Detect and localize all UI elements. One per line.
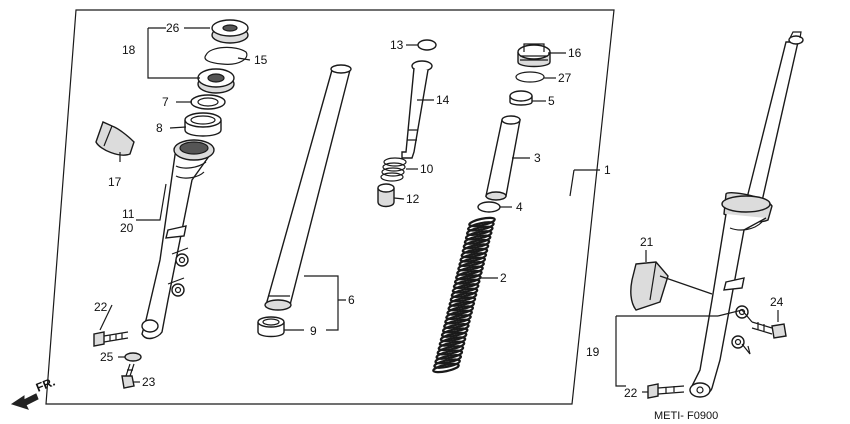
label-23: 23	[142, 375, 156, 389]
label-7: 7	[162, 95, 169, 109]
label-24: 24	[770, 295, 784, 309]
label-5: 5	[548, 94, 555, 108]
front-arrow-icon	[10, 393, 39, 410]
part-4-spring-seat	[477, 201, 501, 213]
part-13-piston-ring	[417, 39, 437, 51]
part-23-drain-bolt	[121, 363, 135, 389]
part-27-o-ring	[515, 71, 545, 83]
part-6-fork-pipe	[264, 64, 352, 311]
leader-lines	[99, 27, 779, 393]
spring-coil	[465, 225, 494, 237]
spring-coil	[437, 340, 466, 352]
spring-coil	[434, 353, 463, 365]
label-21: 21	[640, 235, 654, 249]
label-17: 17	[108, 175, 122, 189]
label-1: 1	[604, 163, 611, 177]
label-20: 20	[120, 221, 134, 235]
label-2: 2	[500, 271, 507, 285]
exploded-view-frame	[45, 9, 615, 405]
diagram-code: METI- F0900	[654, 410, 718, 422]
spring-coil	[453, 274, 482, 285]
label-18: 18	[122, 43, 136, 57]
part-2-fork-spring	[432, 216, 496, 374]
spring-coil	[445, 309, 473, 321]
part-17-reflector-bracket	[95, 121, 135, 156]
part-25-washer	[124, 352, 142, 362]
front-direction-indicator: FR.	[10, 375, 57, 410]
spring-coil	[451, 283, 480, 294]
label-19: 19	[586, 345, 600, 359]
part-15-stopper-ring	[204, 46, 248, 65]
spring-coil	[461, 243, 490, 254]
part-10-rebound-spring	[380, 157, 407, 182]
spring-coil	[463, 234, 492, 245]
label-14: 14	[436, 93, 450, 107]
part-11-fork-slider	[141, 139, 215, 340]
part-22-socket-bolt-right	[647, 383, 685, 399]
label-22-right: 22	[624, 386, 638, 400]
spring-coil	[467, 221, 495, 232]
label-27: 27	[558, 71, 572, 85]
spring-coil	[436, 345, 465, 356]
label-13: 13	[390, 38, 404, 52]
part-7-backup-ring	[190, 94, 226, 110]
spring-coil	[446, 305, 475, 316]
part-21-reflector-bracket	[630, 261, 669, 311]
spring-coil	[448, 296, 477, 307]
part-26-dust-seal	[211, 19, 249, 44]
spring-coil	[455, 269, 483, 281]
label-11: 11	[122, 207, 135, 221]
part-16-fork-cap-bolt	[517, 43, 551, 68]
spring-coil	[443, 318, 471, 330]
spring-coil	[468, 216, 496, 228]
spring-coil	[462, 238, 491, 250]
spring-coil	[433, 358, 461, 369]
part-18-oil-seal	[197, 68, 235, 94]
label-9: 9	[310, 324, 317, 338]
part-5-spring-collar	[509, 90, 533, 106]
label-16: 16	[568, 46, 582, 60]
spring-coil	[464, 230, 493, 241]
label-3: 3	[534, 151, 541, 165]
label-26: 26	[166, 21, 180, 35]
part-8-slider-bushing	[184, 112, 222, 137]
spring-coil	[449, 291, 478, 303]
spring-coil	[456, 265, 484, 276]
spring-coil	[439, 331, 468, 343]
label-4: 4	[516, 200, 523, 214]
front-label: FR.	[34, 375, 57, 395]
spring-coil	[444, 314, 472, 325]
label-22-left: 22	[94, 300, 108, 314]
label-15: 15	[254, 53, 268, 67]
label-6: 6	[348, 293, 355, 307]
part-9-pipe-bushing	[257, 316, 285, 338]
part-3-spacer	[485, 115, 521, 201]
spring-coil	[457, 260, 485, 272]
spring-coil	[441, 322, 470, 334]
label-10: 10	[420, 162, 434, 176]
spring-coil	[458, 256, 487, 268]
part-12-oil-lock-piece	[377, 183, 395, 208]
label-12: 12	[406, 192, 420, 206]
spring-coil	[450, 287, 479, 299]
spring-coil	[440, 327, 469, 338]
part-14-fork-piston	[401, 60, 433, 159]
part-24-bolt	[751, 321, 787, 339]
spring-coil	[447, 300, 476, 312]
spring-coil	[438, 336, 467, 347]
spring-coil	[432, 362, 460, 374]
part-22-socket-bolt-left	[93, 331, 129, 347]
spring-coil	[460, 247, 489, 259]
spring-coil	[452, 278, 481, 290]
spring-coil	[435, 349, 464, 360]
assembled-fork-assembly	[689, 31, 804, 398]
spring-coil	[459, 252, 488, 263]
label-25: 25	[100, 350, 114, 364]
label-8: 8	[156, 121, 163, 135]
